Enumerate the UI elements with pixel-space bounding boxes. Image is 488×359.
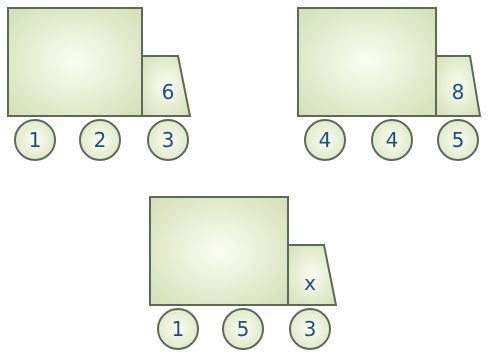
truck-1: 6 1 2 3 (8, 8, 190, 160)
wheel-number: 1 (29, 128, 42, 152)
wheel-number: 5 (237, 317, 250, 341)
cab-number: 8 (452, 80, 465, 104)
truck-body (8, 8, 142, 116)
truck-2: 8 4 4 5 (298, 8, 480, 160)
wheel-number: 3 (304, 317, 317, 341)
truck-3: x 1 5 3 (150, 197, 336, 349)
wheel-number: 4 (319, 128, 332, 152)
cab-number: 6 (162, 80, 175, 104)
wheel-number: 5 (452, 128, 465, 152)
wheel-number: 3 (162, 128, 175, 152)
wheel-number: 2 (94, 128, 107, 152)
cab-unknown: x (304, 271, 316, 295)
truck-body (298, 8, 436, 116)
wheel-number: 1 (172, 317, 185, 341)
truck-body (150, 197, 288, 305)
wheel-number: 4 (386, 128, 399, 152)
